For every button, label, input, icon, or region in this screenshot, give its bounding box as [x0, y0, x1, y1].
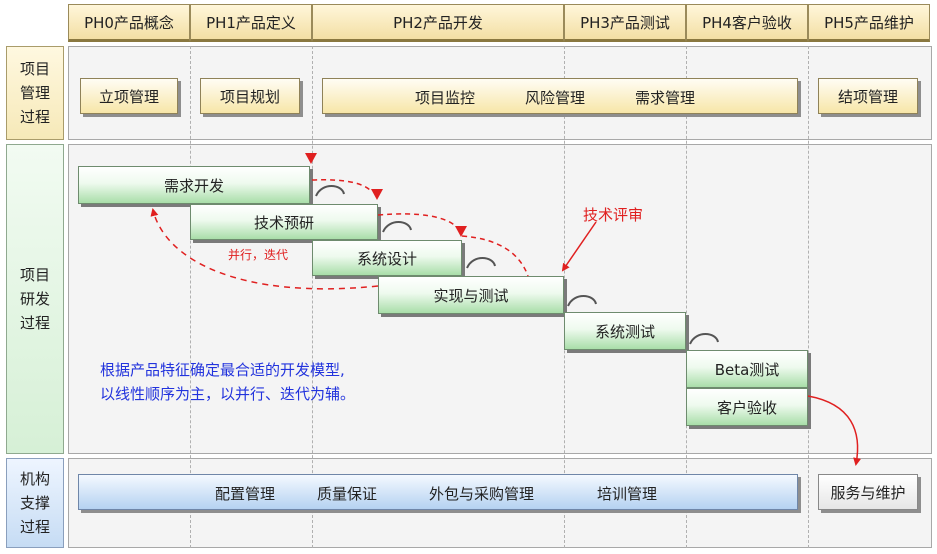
- stage-label: Beta测试: [714, 360, 780, 379]
- box-label: 服务与维护: [830, 483, 906, 502]
- model-note-line-2: 以线性顺序为主，以并行、迭代为辅。: [100, 385, 356, 403]
- row-label-text: 项目 研发 过程: [19, 266, 50, 332]
- phase-divider: [190, 46, 191, 548]
- support-box: 配置管理 质量保证 外包与采购管理 培训管理: [78, 474, 798, 510]
- closure-box: 结项管理: [818, 78, 918, 114]
- planning-box: 项目规划: [200, 78, 300, 114]
- support-item: 外包与采购管理: [429, 485, 535, 503]
- stage-design: 系统设计: [312, 240, 462, 276]
- box-label: 结项管理: [837, 87, 898, 106]
- forward-arc: [311, 179, 373, 193]
- row-label-development: 项目 研发 过程: [6, 144, 64, 454]
- phase-divider: [564, 46, 565, 548]
- curl-connector: [466, 257, 496, 269]
- review-marker: [305, 153, 317, 164]
- box-label: 项目监控: [415, 89, 476, 107]
- phase-label: PH3产品测试: [580, 13, 670, 32]
- phase-label: PH1产品定义: [206, 13, 296, 32]
- review-arrow: [561, 221, 597, 272]
- iteration-loop: [150, 208, 379, 290]
- phase-ph1: PH1产品定义: [190, 4, 312, 42]
- service-box: 服务与维护: [818, 474, 918, 510]
- stage-beta-test: Beta测试: [686, 350, 808, 388]
- initiation-box: 立项管理: [80, 78, 178, 114]
- forward-arc: [377, 213, 459, 229]
- support-item: 配置管理: [215, 485, 276, 503]
- stage-implementation: 实现与测试: [378, 276, 564, 314]
- support-item: 培训管理: [597, 485, 658, 503]
- stage-label: 技术预研: [253, 213, 314, 232]
- phase-ph2: PH2产品开发: [312, 4, 564, 42]
- iteration-label: 并行，迭代: [228, 248, 289, 262]
- phase-divider: [808, 46, 809, 548]
- monitoring-box: 项目监控 风险管理 需求管理: [322, 78, 798, 114]
- phase-ph3: PH3产品测试: [564, 4, 686, 42]
- phase-ph5: PH5产品维护: [808, 4, 930, 42]
- row-label-text: 机构 支撑 过程: [19, 470, 50, 536]
- stage-requirements: 需求开发: [78, 166, 310, 204]
- phase-label: PH5产品维护: [824, 13, 914, 32]
- stage-label: 系统设计: [356, 249, 417, 268]
- row-label-text: 项目 管理 过程: [19, 60, 50, 126]
- stage-label: 实现与测试: [433, 286, 509, 305]
- box-label: 风险管理: [525, 89, 586, 107]
- stage-label: 需求开发: [163, 176, 224, 195]
- curl-connector: [315, 185, 345, 197]
- box-label: 项目规划: [219, 87, 280, 106]
- row-label-management: 项目 管理 过程: [6, 46, 64, 140]
- phase-label: PH2产品开发: [393, 13, 483, 32]
- phase-ph4: PH4客户验收: [686, 4, 808, 42]
- stage-research: 技术预研: [190, 204, 378, 240]
- model-note-line-1: 根据产品特征确定最合适的开发模型,: [100, 361, 345, 379]
- phase-label: PH0产品概念: [84, 13, 174, 32]
- phase-label: PH4客户验收: [702, 13, 792, 32]
- row-label-support: 机构 支撑 过程: [6, 458, 64, 548]
- curl-connector: [567, 295, 597, 307]
- box-label: 需求管理: [635, 89, 696, 107]
- support-item: 质量保证: [317, 485, 378, 503]
- review-marker: [455, 226, 467, 237]
- service-arrow: [807, 395, 862, 466]
- stage-label: 系统测试: [594, 322, 655, 341]
- phase-ph0: PH0产品概念: [68, 4, 190, 42]
- review-label: 技术评审: [583, 206, 644, 224]
- curl-connector: [382, 221, 412, 233]
- phase-divider: [686, 46, 687, 548]
- curl-connector: [689, 333, 719, 345]
- forward-arc: [461, 235, 529, 277]
- stage-system-test: 系统测试: [564, 312, 686, 350]
- box-label: 立项管理: [98, 87, 159, 106]
- stage-label: 客户验收: [716, 398, 777, 417]
- phase-divider: [312, 46, 313, 548]
- review-marker: [371, 189, 383, 200]
- stage-acceptance: 客户验收: [686, 388, 808, 426]
